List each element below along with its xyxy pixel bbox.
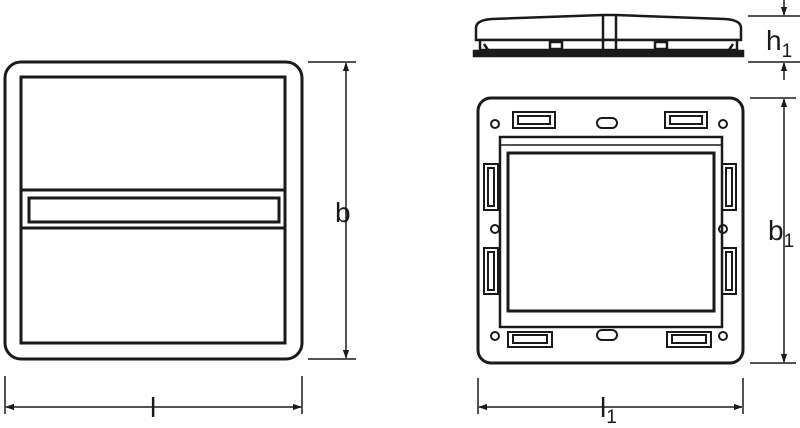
dimension-b-label: b	[335, 197, 351, 228]
oval-slot-bottom	[596, 329, 618, 341]
screw-hole-mid-left	[490, 224, 500, 234]
side-center-tab	[601, 38, 618, 52]
side-cover-profile	[474, 13, 743, 42]
clip-top-right	[664, 111, 708, 129]
screw-hole-bottom-left	[490, 331, 500, 341]
dimension-l	[4, 376, 303, 414]
clip-left-upper	[483, 163, 499, 211]
screw-hole-top-right	[718, 119, 728, 129]
clip-right-lower	[721, 247, 737, 295]
side-claw-left	[548, 40, 564, 51]
clip-left-lower	[483, 247, 499, 295]
dimension-l1	[477, 378, 744, 414]
screw-hole-bottom-right	[718, 331, 728, 341]
side-view	[472, 13, 745, 58]
dimension-b1	[750, 97, 796, 364]
dimension-b1-label: b1	[768, 215, 794, 252]
screw-hole-top-left	[490, 119, 500, 129]
clip-bottom-right	[666, 331, 712, 348]
side-base-plate	[472, 49, 745, 58]
dimension-l1-label: l1	[600, 392, 617, 428]
dimension-b	[308, 61, 356, 360]
back-outer-frame	[476, 96, 745, 365]
side-claw-right	[653, 40, 669, 51]
clip-top-left	[512, 111, 556, 129]
front-label-window	[27, 196, 281, 224]
screw-hole-mid-right	[718, 224, 728, 234]
dimension-l-label: l	[150, 392, 156, 423]
front-view	[3, 60, 304, 361]
dimension-h1	[748, 0, 800, 80]
back-view	[476, 96, 745, 365]
front-outer-frame	[3, 60, 304, 361]
clip-bottom-left	[507, 331, 553, 348]
front-inner-plate	[19, 75, 287, 345]
clip-right-upper	[721, 163, 737, 211]
dimension-h1-label: h1	[766, 25, 792, 62]
oval-slot-top	[596, 117, 618, 129]
back-mechanism-opening	[506, 151, 716, 313]
